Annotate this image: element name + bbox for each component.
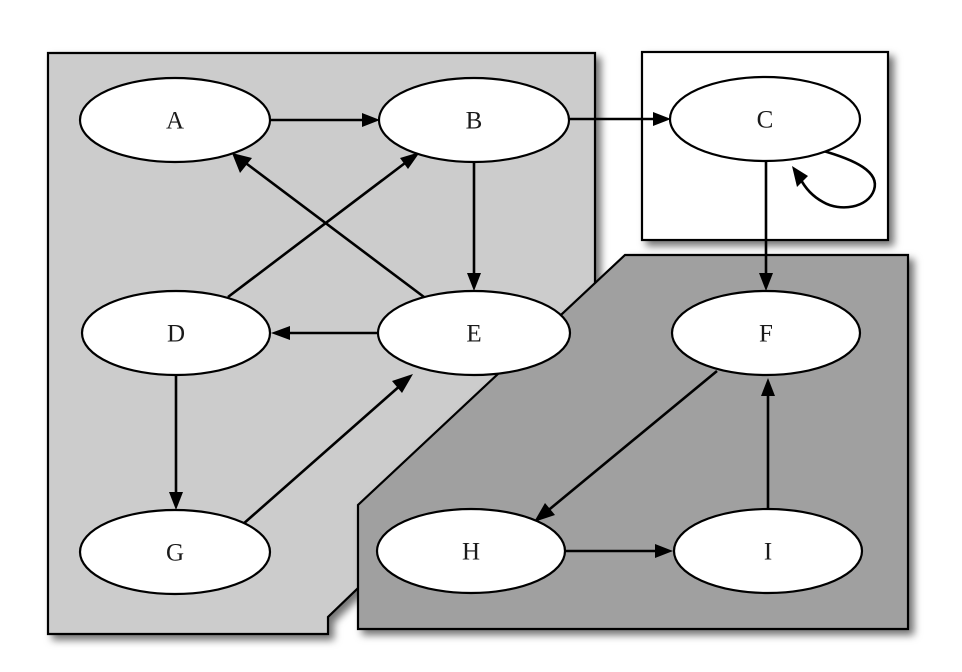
edge-i-f[interactable] [761,378,775,509]
edge-e-d-arrowhead [271,326,290,340]
edge-d-b-line [227,158,410,299]
node-I[interactable]: I [672,507,864,595]
node-A-ellipse[interactable] [78,76,272,164]
node-B-ellipse[interactable] [377,76,571,164]
edge-a-b[interactable] [270,113,380,127]
node-A[interactable]: A [78,76,272,164]
node-B[interactable]: B [377,76,571,164]
node-E-ellipse[interactable] [376,289,572,377]
edge-f-h-line [544,369,718,515]
node-C-ellipse[interactable] [668,75,862,163]
edge-b-e-arrowhead [467,273,481,291]
node-G[interactable]: G [78,508,272,596]
edge-b-c[interactable] [569,112,671,126]
edge-d-b-arrowhead [400,152,420,169]
node-C-label: C [757,107,774,134]
node-H-ellipse[interactable] [375,507,567,595]
edge-b-e[interactable] [467,162,481,291]
edge-c-c-loop [798,148,877,209]
edge-a-b-arrowhead [362,113,380,127]
node-D[interactable]: D [80,289,272,377]
node-E-label: E [466,321,481,348]
edge-h-i[interactable] [566,544,673,558]
edge-b-c-arrowhead [653,112,671,126]
edge-g-e[interactable] [241,374,413,526]
edge-c-c-arrowhead [792,166,808,187]
node-G-ellipse[interactable] [78,508,272,596]
node-F-label: F [759,321,773,348]
edge-d-g[interactable] [169,375,183,510]
node-D-ellipse[interactable] [80,289,272,377]
edge-f-h[interactable] [534,369,718,522]
edge-i-f-arrowhead [761,378,775,396]
edge-e-a[interactable] [232,153,425,299]
node-D-label: D [167,321,185,348]
node-B-label: B [466,108,483,135]
node-I-ellipse[interactable] [672,507,864,595]
edge-g-e-arrowhead [392,374,413,393]
node-A-label: A [166,108,184,135]
node-H-label: H [462,539,480,566]
node-I-label: I [764,539,772,566]
edge-c-f[interactable] [759,161,773,291]
edge-c-c[interactable] [792,148,877,209]
edge-e-d[interactable] [271,326,377,340]
node-C[interactable]: C [668,75,862,163]
edge-f-h-arrowhead [534,503,555,522]
edge-e-a-arrowhead [232,153,252,173]
edge-e-a-line [242,159,425,299]
node-G-label: G [166,540,184,567]
edge-h-i-arrowhead [655,544,673,558]
edge-g-e-line [241,383,403,526]
node-F[interactable]: F [670,289,862,377]
edge-c-f-arrowhead [759,273,773,291]
edge-d-b[interactable] [227,152,420,299]
node-H[interactable]: H [375,507,567,595]
node-E[interactable]: E [376,289,572,377]
node-F-ellipse[interactable] [670,289,862,377]
edge-d-g-arrowhead [169,492,183,510]
